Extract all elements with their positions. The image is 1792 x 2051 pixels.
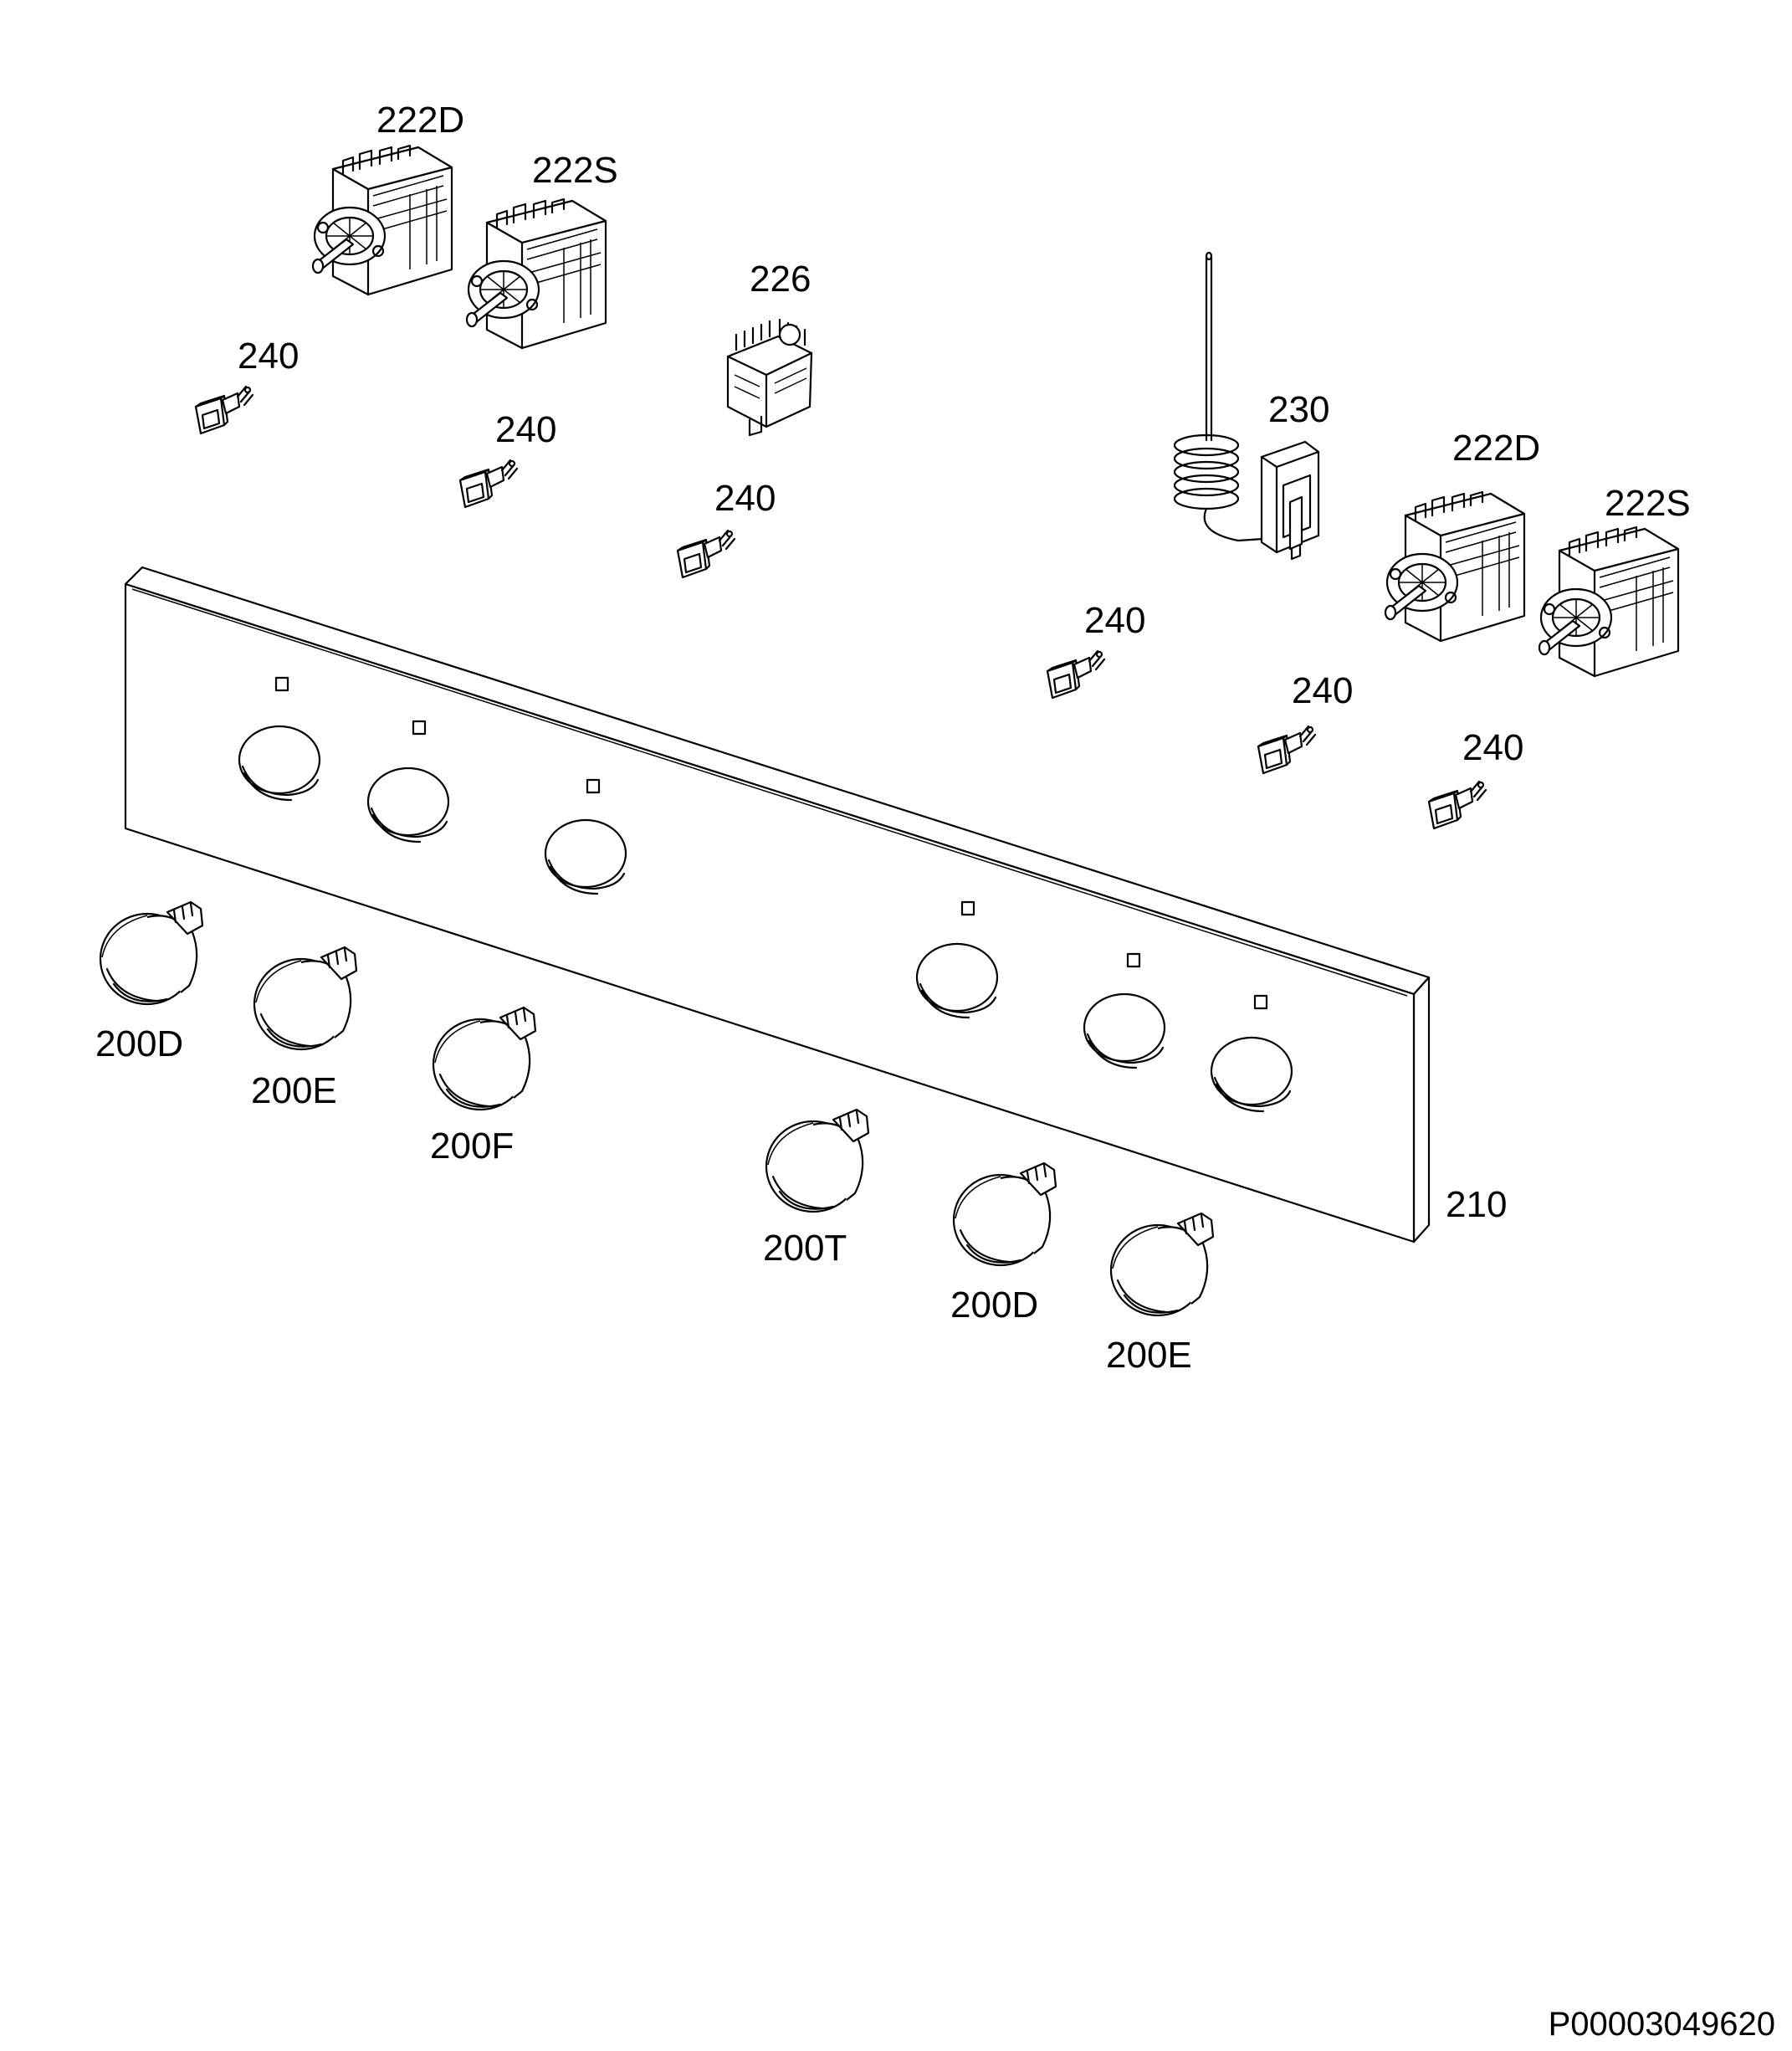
knob-200d [952, 1161, 1057, 1267]
pilot-lamp-240 [194, 385, 254, 435]
label-240: 240 [1292, 670, 1353, 711]
label-210: 210 [1446, 1184, 1507, 1225]
label-222d: 222D [1452, 428, 1540, 469]
label-240: 240 [1462, 727, 1523, 768]
pilot-lamp-240 [1257, 725, 1317, 775]
pilot-lamp-240 [1046, 649, 1106, 700]
pilot-lamp-240 [1427, 780, 1487, 830]
control-panel-210 [124, 566, 1431, 1243]
knob-200d [99, 900, 204, 1006]
label-240: 240 [714, 478, 776, 519]
knob-200e [1109, 1212, 1215, 1317]
label-230: 230 [1268, 389, 1329, 430]
label-240: 240 [1084, 600, 1145, 641]
label-222s: 222S [532, 150, 618, 191]
label-200e: 200E [251, 1070, 337, 1111]
drawing-code: P00003049620 [1549, 2006, 1775, 2043]
selector-switch-226 [726, 318, 813, 437]
label-240: 240 [238, 336, 299, 377]
label-200e: 200E [1106, 1335, 1192, 1376]
label-200t: 200T [763, 1228, 847, 1269]
knob-200e [253, 946, 358, 1051]
rotary-switch-222d-top [311, 144, 453, 296]
label-200f: 200F [430, 1125, 514, 1167]
label-200d: 200D [950, 1284, 1038, 1325]
label-222s: 222S [1605, 483, 1691, 524]
label-226: 226 [750, 259, 811, 300]
knob-200t [765, 1108, 870, 1213]
rotary-switch-222s-top [465, 197, 607, 350]
pilot-lamp-240 [676, 529, 736, 579]
thermostat-230 [1173, 251, 1320, 561]
label-240: 240 [495, 409, 556, 450]
rotary-switch-222d-right [1384, 490, 1526, 643]
indicator-window [274, 676, 1268, 1010]
pilot-lamp-240 [458, 459, 519, 509]
rotary-switch-222s-right [1538, 526, 1680, 678]
label-200d: 200D [95, 1023, 183, 1064]
label-222d: 222D [376, 100, 464, 141]
knob-200f [432, 1006, 537, 1111]
